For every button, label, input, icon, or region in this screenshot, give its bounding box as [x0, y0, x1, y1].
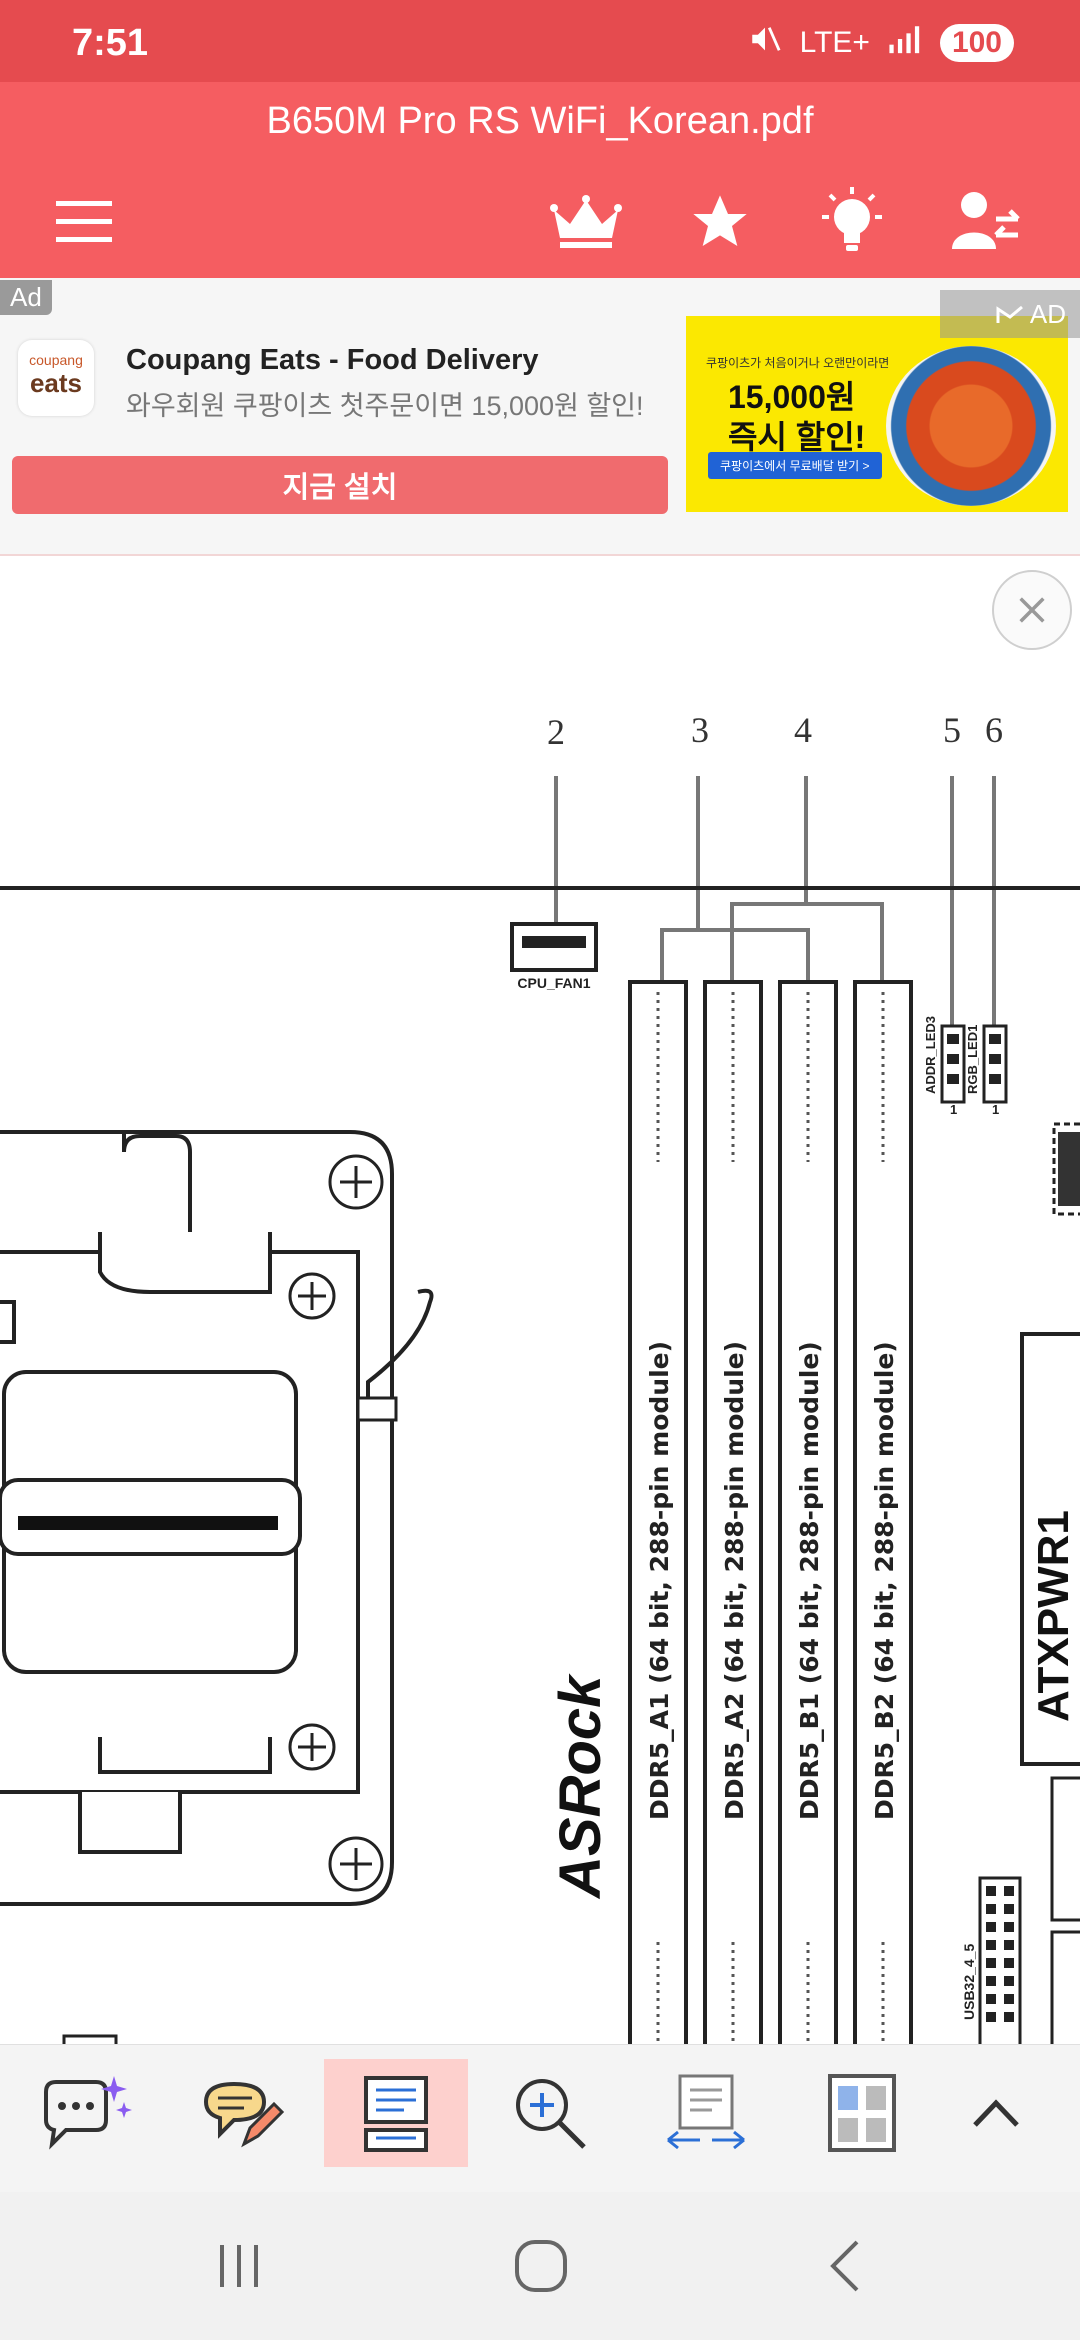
callout-4: 4: [794, 710, 812, 750]
comment-button[interactable]: [170, 2059, 314, 2167]
recent-apps-button[interactable]: [194, 2226, 284, 2306]
callout-2: 2: [547, 712, 565, 752]
callout-5: 5: [943, 710, 961, 750]
app-header: B650M Pro RS WiFi_Korean.pdf: [0, 82, 1080, 278]
banner-discount-text: 즉시 할인!: [728, 419, 866, 455]
recent-apps-icon: [220, 2245, 258, 2287]
ad-choices-badge[interactable]: AD: [940, 290, 1080, 338]
crown-icon[interactable]: [546, 182, 626, 262]
ai-chat-button[interactable]: [14, 2059, 158, 2167]
ai-chat-icon: [44, 2076, 132, 2150]
back-icon: [830, 2240, 859, 2292]
status-icons: LTE+ 100: [748, 22, 1014, 64]
menu-icon[interactable]: [44, 182, 124, 262]
banner-small-text: 쿠팡이츠가 처음이거나 오랜만이라면: [706, 356, 890, 370]
pin-one-marker-right: 1: [992, 1102, 999, 1117]
close-ad-button[interactable]: [992, 570, 1072, 650]
ad-image[interactable]: 쿠팡이츠가 처음이거나 오랜만이라면 15,000원 즉시 할인! 쿠팡이츠에서…: [686, 316, 1068, 512]
usb-header-label: USB32_4_5: [961, 1944, 977, 2020]
single-page-icon: [364, 2076, 428, 2152]
fit-width-icon: [667, 2074, 745, 2150]
atx-power-label: ATXPWR1: [1029, 1510, 1078, 1722]
pin-one-marker-left: 1: [950, 1102, 957, 1117]
thumbnail-grid-icon: [828, 2074, 896, 2152]
expand-toolbar-button[interactable]: [924, 2059, 1068, 2167]
back-button[interactable]: [800, 2226, 890, 2306]
app-logo: coupang eats: [18, 340, 94, 416]
status-bar: 7:51 LTE+ 100: [0, 0, 1080, 82]
dimm-slot-b1: DDR5_B1 (64 bit, 288-pin module): [795, 1341, 824, 1820]
pdf-page-view[interactable]: 2 3 4 5 6 CPU_FAN1: [0, 554, 1080, 2046]
addr-led-label: ADDR_LED3: [923, 1016, 938, 1094]
signal-icon: [888, 24, 922, 62]
food-dish-image: [886, 346, 1056, 506]
ad-title: Coupang Eats - Food Delivery: [126, 344, 539, 376]
ad-choices-text: AD: [1029, 298, 1066, 329]
banner-discount-amount: 15,000원: [728, 379, 856, 415]
document-title: B650M Pro RS WiFi_Korean.pdf: [266, 100, 814, 142]
chevron-up-icon: [973, 2099, 1019, 2127]
battery-indicator: 100: [939, 24, 1014, 62]
dimm-slot-a2: DDR5_A2 (64 bit, 288-pin module): [720, 1341, 749, 1820]
ad-label: Ad: [0, 280, 52, 315]
page-view-button[interactable]: [324, 2059, 468, 2167]
switch-user-icon[interactable]: [946, 182, 1026, 262]
bottom-toolbar: [0, 2044, 1080, 2193]
dimm-slot-a1: DDR5_A1 (64 bit, 288-pin module): [645, 1341, 674, 1820]
install-button[interactable]: 지금 설치: [12, 456, 668, 514]
ad-description: 와우회원 쿠팡이츠 첫주문이면 15,000원 할인!: [126, 391, 644, 421]
status-time: 7:51: [72, 22, 149, 64]
favorite-star-icon[interactable]: [680, 182, 760, 262]
fit-width-button[interactable]: [634, 2059, 778, 2167]
logo-top-text: coupang: [29, 352, 83, 368]
home-button[interactable]: [496, 2226, 586, 2306]
cpu-fan-label: CPU_FAN1: [517, 975, 590, 991]
comment-edit-icon: [203, 2081, 285, 2148]
mute-icon: [748, 22, 782, 64]
network-type: LTE+: [799, 26, 870, 59]
callout-6: 6: [985, 710, 1003, 750]
lightbulb-icon[interactable]: [812, 182, 892, 262]
zoom-button[interactable]: [478, 2059, 622, 2167]
rgb-led-label: RGB_LED1: [965, 1025, 980, 1094]
close-icon: [1019, 597, 1045, 623]
asrock-logo: ASRock: [548, 1673, 613, 1900]
callout-3: 3: [691, 710, 709, 750]
zoom-in-icon: [516, 2079, 586, 2149]
logo-main-text: eats: [29, 368, 83, 398]
thumbnails-button[interactable]: [790, 2059, 934, 2167]
dimm-slot-b2: DDR5_B2 (64 bit, 288-pin module): [870, 1341, 899, 1820]
banner-button: 쿠팡이츠에서 무료배달 받기 >: [708, 452, 882, 479]
system-navigation-bar: [0, 2192, 1080, 2340]
ad-banner[interactable]: Ad coupang eats Coupang Eats - Food Deli…: [0, 278, 1080, 554]
home-icon: [515, 2240, 567, 2292]
motherboard-diagram: 2 3 4 5 6 CPU_FAN1: [0, 710, 1080, 2046]
